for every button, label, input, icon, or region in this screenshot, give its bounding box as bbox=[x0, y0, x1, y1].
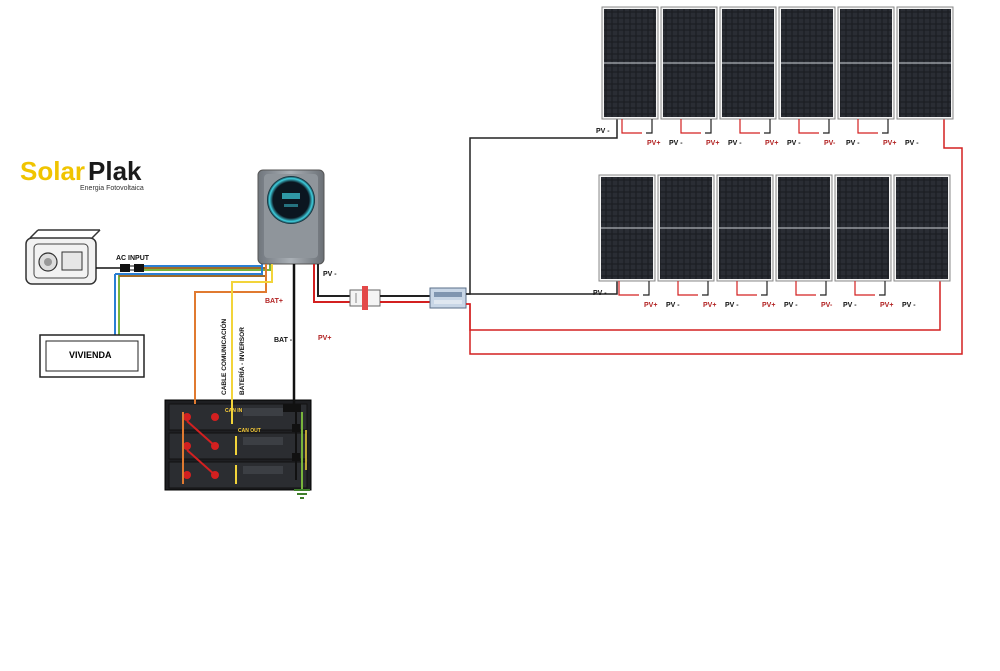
plug-icon bbox=[120, 264, 144, 272]
string-label: PV - bbox=[666, 302, 680, 309]
string-wire-positive bbox=[618, 281, 639, 296]
bateria-inversor-label: BATERÍA - INVERSOR bbox=[237, 327, 246, 395]
string-label: PV - bbox=[787, 140, 801, 147]
string-wire-negative bbox=[761, 281, 768, 296]
solar-panel bbox=[837, 6, 895, 120]
solar-array-lower: PV - PV+ PV - PV+ PV - PV+ PV - PV- PV - PV+ PV - bbox=[593, 174, 951, 309]
solar-panel bbox=[896, 6, 954, 120]
vivienda-label: VIVIENDA bbox=[69, 350, 112, 360]
string-label: PV - bbox=[843, 302, 857, 309]
string-label: PV+ bbox=[883, 140, 896, 147]
solar-panel bbox=[893, 174, 951, 282]
cable-comunicacion-label: CABLE COMUNICACIÓN bbox=[219, 319, 228, 395]
battery-canin-label: CAN IN bbox=[225, 408, 243, 414]
string-wire-negative bbox=[879, 281, 886, 296]
array-bus-cables bbox=[466, 119, 963, 355]
string-label: PV+ bbox=[647, 140, 660, 147]
string-label: PV- bbox=[821, 302, 833, 309]
solar-panel bbox=[601, 6, 659, 120]
string-wire-positive bbox=[739, 119, 760, 134]
string-label: PV+ bbox=[703, 302, 716, 309]
vivienda-box: VIVIENDA bbox=[39, 334, 145, 378]
string-wire-positive bbox=[854, 281, 875, 296]
string-wire-negative bbox=[643, 281, 650, 296]
inverter-pv-cables bbox=[313, 264, 350, 303]
battery-stack: CAN IN CAN OUT bbox=[164, 399, 312, 491]
inverter-pv-minus-label: PV - bbox=[323, 271, 337, 278]
string-label: PV - bbox=[669, 140, 683, 147]
string-label: PV - bbox=[784, 302, 798, 309]
string-label: PV+ bbox=[765, 140, 778, 147]
string-wire-positive bbox=[680, 119, 701, 134]
string-wire-positive bbox=[736, 281, 757, 296]
battery-cables bbox=[182, 264, 307, 490]
inverter bbox=[257, 169, 325, 265]
string-wire-negative bbox=[702, 281, 709, 296]
dc-breaker bbox=[349, 286, 381, 310]
string-label: PV - bbox=[596, 128, 610, 135]
string-wire-negative bbox=[820, 281, 827, 296]
string-wire-positive bbox=[677, 281, 698, 296]
inverter-screen bbox=[267, 176, 315, 224]
string-wire-negative bbox=[882, 119, 889, 134]
inverter-pv-plus-label: PV+ bbox=[318, 335, 331, 342]
string-wire-negative bbox=[646, 119, 653, 134]
string-label: PV+ bbox=[706, 140, 719, 147]
solar-array-upper: PV - PV+ PV - PV+ PV - PV+ PV - PV- PV - PV+ PV - bbox=[596, 6, 954, 147]
brand-logo: Solar Plak Energia Fotovoltaica bbox=[20, 156, 144, 192]
brand-tagline: Energia Fotovoltaica bbox=[80, 185, 144, 192]
solar-panel bbox=[657, 174, 715, 282]
solar-panel bbox=[598, 174, 656, 282]
string-label: PV - bbox=[846, 140, 860, 147]
string-label: PV+ bbox=[644, 302, 657, 309]
string-label: PV - bbox=[902, 302, 916, 309]
solar-panel bbox=[778, 6, 836, 120]
brand-name-plak: Plak bbox=[88, 156, 142, 186]
string-wire-negative bbox=[764, 119, 771, 134]
string-wire-positive bbox=[857, 119, 878, 134]
string-label: PV - bbox=[593, 290, 607, 297]
solar-panel bbox=[775, 174, 833, 282]
bat-plus-label: BAT+ bbox=[265, 298, 283, 305]
string-label: PV+ bbox=[880, 302, 893, 309]
string-label: PV - bbox=[905, 140, 919, 147]
solar-panel bbox=[660, 6, 718, 120]
combiner-box bbox=[429, 287, 467, 309]
solar-panel bbox=[834, 174, 892, 282]
string-label: PV - bbox=[728, 140, 742, 147]
string-label: PV - bbox=[725, 302, 739, 309]
string-label: PV+ bbox=[762, 302, 775, 309]
solar-panel bbox=[719, 6, 777, 120]
string-wire-positive bbox=[795, 281, 816, 296]
string-wire-positive bbox=[621, 119, 642, 134]
string-wire-positive bbox=[798, 119, 819, 134]
string-label: PV- bbox=[824, 140, 836, 147]
bat-minus-label: BAT - bbox=[274, 337, 293, 344]
generator-icon bbox=[25, 229, 101, 285]
ac-input-label: AC INPUT bbox=[116, 255, 150, 262]
battery-canout-label: CAN OUT bbox=[238, 428, 261, 434]
string-wire-negative bbox=[823, 119, 830, 134]
brand-name-solar: Solar bbox=[20, 156, 85, 186]
solar-panel bbox=[716, 174, 774, 282]
ground-icon bbox=[294, 489, 310, 499]
string-wire-negative bbox=[705, 119, 712, 134]
